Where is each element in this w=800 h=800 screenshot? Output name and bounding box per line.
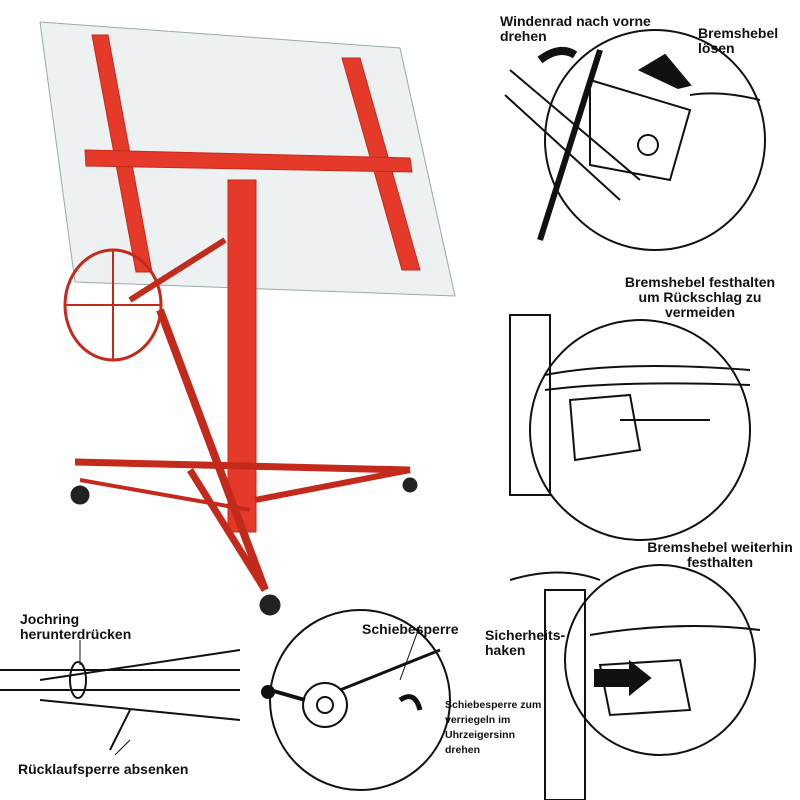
label-slide-lock-note: Schiebesperre zum verriegeln im Uhrzeige…: [445, 699, 542, 756]
label-hold-brake: Bremshebel festhalten um Rückschlag zu v…: [624, 274, 776, 320]
label-keep-holding-brake: Bremshebel weiterhin festhalten: [647, 539, 793, 570]
label-wheel-forward: Windenrad nach vorne drehen: [500, 13, 651, 44]
label-slide-lock: Schiebesperre: [362, 621, 459, 637]
label-release-brake: Bremshebel lösen: [698, 25, 779, 56]
label-safety-hook: Sicherheits-haken: [485, 627, 566, 658]
label-yoke-ring: Jochring herunterdrücken: [20, 611, 132, 642]
instruction-sketches: [0, 29, 766, 800]
drywall-lift-illustration: [39, 21, 456, 616]
label-ratchet: Rücklaufsperre absenken: [18, 761, 189, 777]
